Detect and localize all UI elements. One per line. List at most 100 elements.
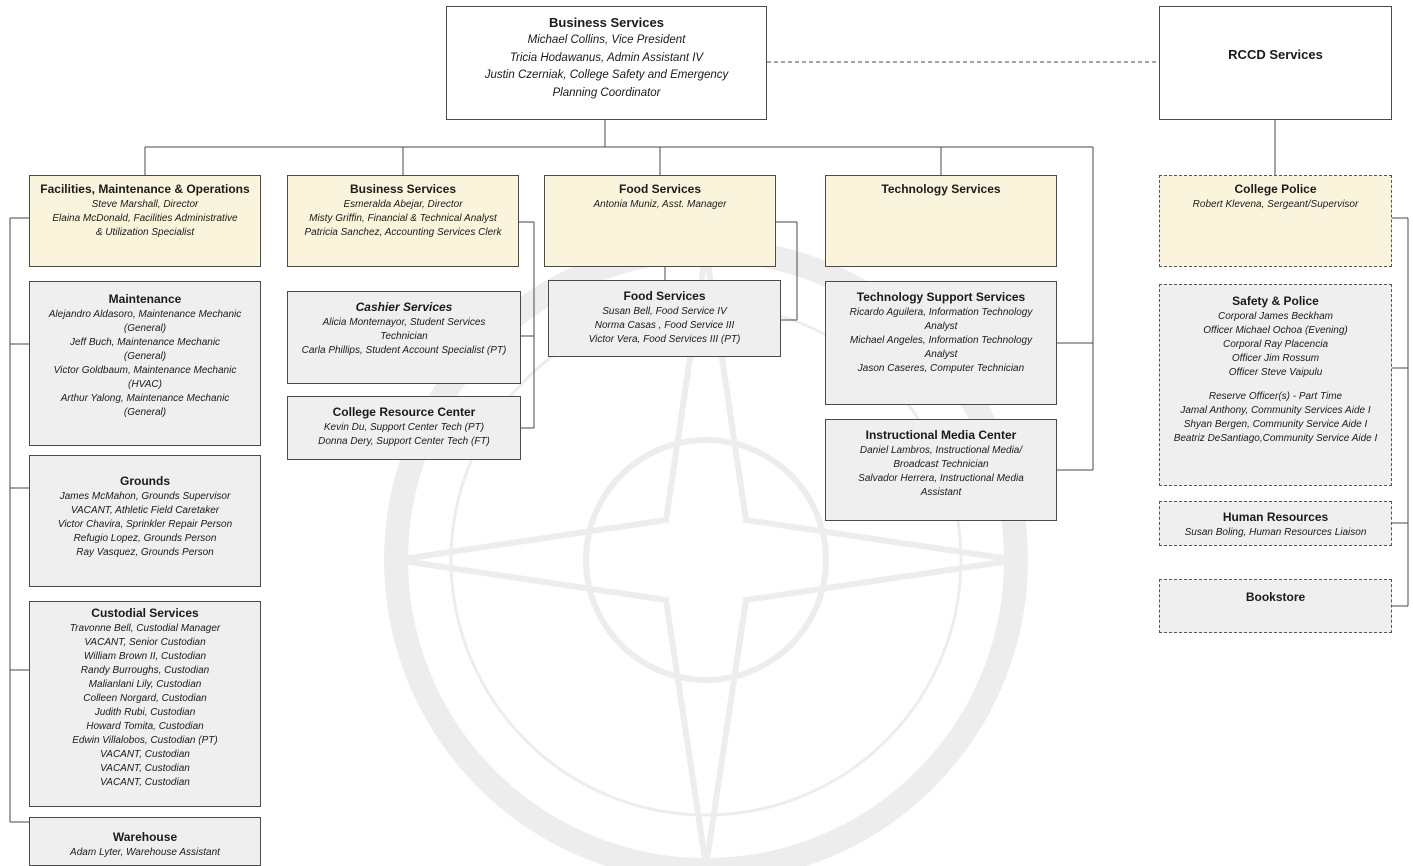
spacer: [1164, 380, 1387, 390]
box-title: Technology Services: [881, 182, 1001, 196]
staff-line: VACANT, Athletic Field Caretaker: [70, 505, 220, 516]
business-services-director-box: Business Services Esmeralda Abejar, Dire…: [287, 175, 519, 267]
box-title: Food Services: [623, 289, 706, 303]
food-services-manager-box: Food Services Antonia Muniz, Asst. Manag…: [544, 175, 776, 267]
staff-line: Jamal Anthony, Community Services Aide I: [1180, 405, 1371, 416]
staff-line: Kevin Du, Support Center Tech (PT): [323, 422, 485, 433]
staff-line: (General): [123, 407, 167, 418]
staff-line: Elaina McDonald, Facilities Administrati…: [52, 213, 238, 224]
staff-line: VACANT, Senior Custodian: [84, 637, 206, 648]
maintenance-box: Maintenance Alejandro Aldasoro, Maintena…: [29, 281, 261, 446]
box-title: Instructional Media Center: [865, 428, 1017, 442]
box-title: Human Resources: [1222, 510, 1329, 524]
staff-line: Esmeralda Abejar, Director: [343, 199, 463, 210]
staff-line: Michael Collins, Vice President: [527, 34, 686, 46]
technology-services-box: Technology Services: [825, 175, 1057, 267]
staff-line: William Brown II, Custodian: [83, 651, 207, 662]
staff-line: Beatriz DeSantiago,Community Service Aid…: [1173, 433, 1378, 444]
box-title: Grounds: [120, 474, 170, 488]
staff-line: Assistant: [920, 487, 962, 498]
box-title: Business Services: [349, 182, 457, 196]
box-title: Business Services: [549, 15, 664, 30]
staff-line: (General): [123, 351, 167, 362]
staff-line: Technician: [380, 331, 428, 342]
custodial-services-box: Custodial Services Travonne Bell, Custod…: [29, 601, 261, 807]
staff-line: Randy Burroughs, Custodian: [80, 665, 210, 676]
staff-line: Howard Tomita, Custodian: [86, 721, 204, 732]
staff-line: Carla Phillips, Student Account Speciali…: [301, 345, 507, 356]
staff-line: Officer Michael Ochoa (Evening): [1203, 325, 1348, 336]
box-title: Safety & Police: [1232, 294, 1319, 308]
staff-line: VACANT, Custodian: [100, 777, 190, 788]
staff-line: Reserve Officer(s) - Part Time: [1208, 391, 1343, 402]
business-services-vp-box: Business Services Michael Collins, Vice …: [446, 6, 767, 120]
staff-line: Victor Vera, Food Services III (PT): [588, 334, 741, 345]
instructional-media-center-box: Instructional Media Center Daniel Lambro…: [825, 419, 1057, 521]
staff-line: Jason Caseres, Computer Technician: [857, 363, 1025, 374]
staff-line: Refugio Lopez, Grounds Person: [73, 533, 217, 544]
staff-line: Malianlani Lily, Custodian: [88, 679, 202, 690]
box-title: College Police: [1234, 182, 1317, 196]
box-title: Facilities, Maintenance & Operations: [40, 182, 250, 196]
staff-line: Alejandro Aldasoro, Maintenance Mechanic: [48, 309, 242, 320]
staff-line: James McMahon, Grounds Supervisor: [59, 491, 231, 502]
box-title: Cashier Services: [355, 300, 453, 314]
staff-line: Robert Klevena, Sergeant/Supervisor: [1192, 199, 1359, 210]
staff-line: Corporal James Beckham: [1217, 311, 1334, 322]
staff-line: Adam Lyter, Warehouse Assistant: [70, 847, 220, 858]
staff-line: Michael Angeles, Information Technology: [849, 335, 1033, 346]
college-police-box: College Police Robert Klevena, Sergeant/…: [1159, 175, 1392, 267]
box-title: Technology Support Services: [856, 290, 1026, 304]
staff-line: Officer Jim Rossum: [1231, 353, 1320, 364]
box-title: Warehouse: [112, 830, 178, 844]
staff-line: Antonia Muniz, Asst. Manager: [593, 199, 727, 210]
technology-support-services-box: Technology Support Services Ricardo Agui…: [825, 281, 1057, 405]
staff-line: Misty Griffin, Financial & Technical Ana…: [309, 213, 497, 224]
staff-line: Justin Czerniak, College Safety and Emer…: [484, 69, 729, 81]
staff-line: Planning Coordinator: [552, 86, 661, 99]
staff-line: Victor Goldbaum, Maintenance Mechanic: [53, 365, 237, 376]
staff-line: VACANT, Custodian: [100, 749, 190, 760]
staff-line: Steve Marshall, Director: [91, 199, 199, 210]
rccd-services-box: RCCD Services: [1159, 6, 1392, 120]
staff-line: & Utilization Specialist: [95, 227, 195, 238]
staff-line: Analyst: [924, 321, 958, 332]
facilities-maintenance-operations-box: Facilities, Maintenance & Operations Ste…: [29, 175, 261, 267]
warehouse-box: Warehouse Adam Lyter, Warehouse Assistan…: [29, 817, 261, 866]
box-title: Custodial Services: [91, 606, 199, 620]
staff-line: Colleen Norgard, Custodian: [83, 693, 207, 704]
box-title: Food Services: [618, 182, 702, 196]
food-services-staff-box: Food Services Susan Bell, Food Service I…: [548, 280, 781, 357]
staff-line: Officer Steve Vaipulu: [1228, 367, 1323, 378]
staff-line: Victor Chavira, Sprinkler Repair Person: [57, 519, 233, 530]
box-title: College Resource Center: [332, 405, 476, 419]
staff-line: Jeff Buch, Maintenance Mechanic: [69, 337, 221, 348]
staff-line: Ray Vasquez, Grounds Person: [76, 547, 214, 558]
staff-line: Alicia Montemayor, Student Services: [322, 317, 486, 328]
grounds-box: Grounds James McMahon, Grounds Superviso…: [29, 455, 261, 587]
box-title: Bookstore: [1245, 590, 1306, 604]
staff-line: Ricardo Aguilera, Information Technology: [849, 307, 1033, 318]
staff-line: Edwin Villalobos, Custodian (PT): [72, 735, 218, 746]
staff-line: (General): [123, 323, 167, 334]
staff-line: Corporal Ray Placencia: [1222, 339, 1329, 350]
staff-line: Analyst: [924, 349, 958, 360]
staff-line: Arthur Yalong, Maintenance Mechanic: [60, 393, 230, 404]
staff-line: Daniel Lambros, Instructional Media/: [859, 445, 1023, 456]
box-title: RCCD Services: [1228, 47, 1323, 62]
staff-line: Susan Boling, Human Resources Liaison: [1184, 527, 1367, 538]
cashier-services-box: Cashier Services Alicia Montemayor, Stud…: [287, 291, 521, 384]
bookstore-box: Bookstore: [1159, 579, 1392, 633]
staff-line: Donna Dery, Support Center Tech (FT): [318, 436, 490, 447]
safety-police-box: Safety & Police Corporal James Beckham O…: [1159, 284, 1392, 486]
box-title: Maintenance: [108, 292, 182, 306]
staff-line: Shyan Bergen, Community Service Aide I: [1183, 419, 1368, 430]
staff-line: Patricia Sanchez, Accounting Services Cl…: [304, 227, 502, 238]
staff-line: VACANT, Custodian: [100, 763, 190, 774]
staff-line: Travonne Bell, Custodial Manager: [69, 623, 221, 634]
staff-line: Norma Casas , Food Service III: [594, 320, 735, 331]
human-resources-box: Human Resources Susan Boling, Human Reso…: [1159, 501, 1392, 546]
college-resource-center-box: College Resource Center Kevin Du, Suppor…: [287, 396, 521, 460]
staff-line: Susan Bell, Food Service IV: [602, 306, 727, 317]
staff-line: Broadcast Technician: [893, 459, 989, 470]
